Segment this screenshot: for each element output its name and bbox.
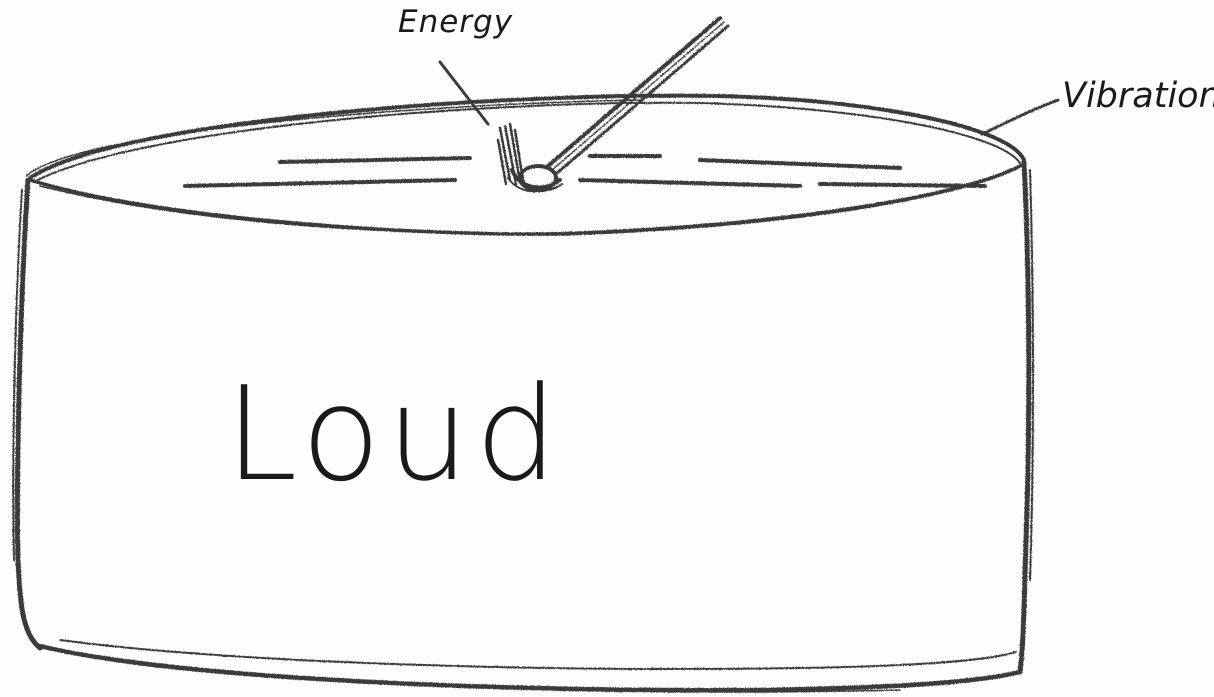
impact-point: [498, 124, 562, 192]
vibration-leader-line: [982, 100, 1058, 134]
vibration-label: Vibration: [1062, 76, 1214, 116]
drum-bottom-rim: [40, 640, 1020, 692]
energy-leader-line: [440, 62, 488, 124]
energy-label: Energy: [398, 4, 513, 40]
drum-top-rim: [26, 96, 1024, 235]
drum-loud-text: Loud: [225, 358, 564, 510]
vibration-streaks: [185, 156, 985, 186]
